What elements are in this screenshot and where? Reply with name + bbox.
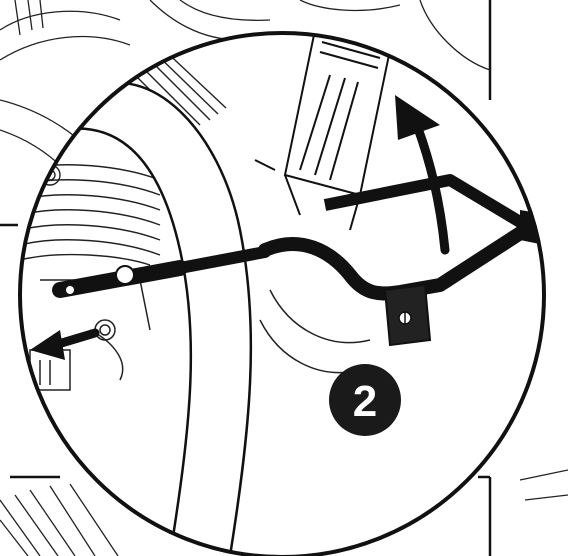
left-arrow-icon	[30, 328, 100, 360]
battery-box	[254, 33, 392, 231]
curved-up-arrow-icon	[395, 95, 450, 255]
background-frame	[0, 0, 492, 556]
step-badge: 2	[329, 364, 401, 436]
detail-circle-outline	[18, 31, 546, 556]
step-number: 2	[353, 377, 377, 426]
metal-rod	[52, 174, 544, 347]
